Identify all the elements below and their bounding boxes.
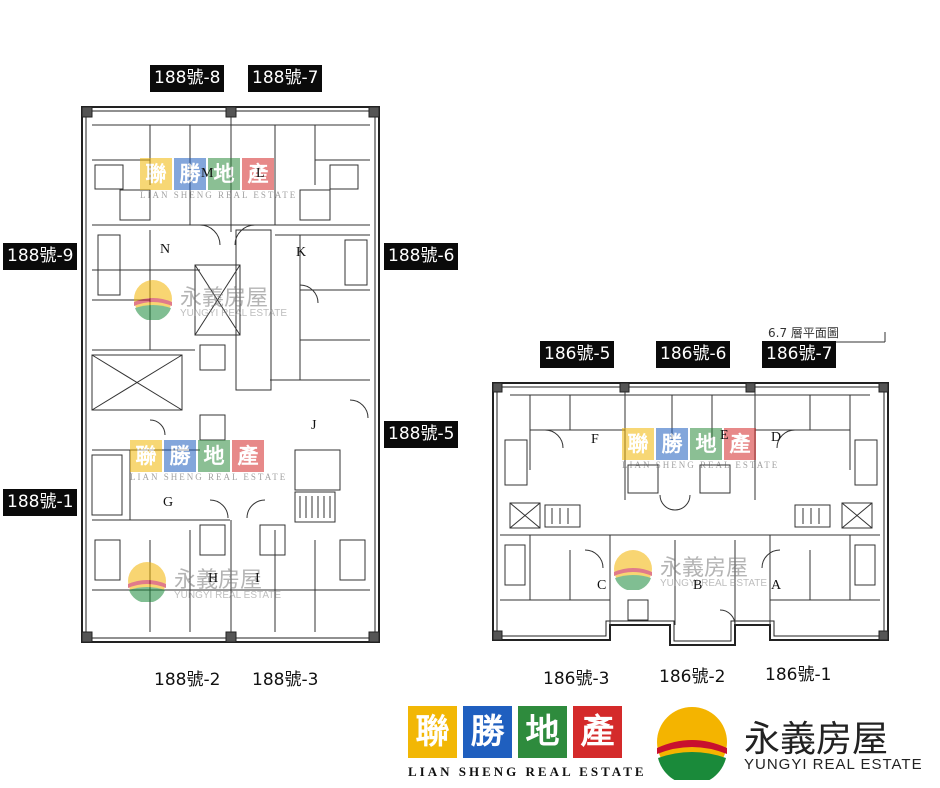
- unit-label-d: D: [771, 430, 782, 445]
- building-188-outline: [81, 106, 380, 643]
- watermark-subtitle: LIAN SHENG REAL ESTATE: [140, 190, 298, 200]
- address-tag-186-3: 186號-3: [539, 666, 614, 693]
- address-tag-186-7: 186號-7: [762, 341, 837, 368]
- watermark-lian-sheng-2: 聯 勝 地 產 LIAN SHENG REAL ESTATE: [130, 440, 287, 482]
- logo-char-1: 聯: [408, 706, 457, 758]
- unit-label-a: A: [771, 578, 782, 593]
- watermark-char: 勝: [174, 158, 206, 190]
- watermark-char: 地: [208, 158, 240, 190]
- unit-label-n: N: [160, 242, 171, 257]
- lian-sheng-subtitle: LIAN SHENG REAL ESTATE: [408, 764, 647, 779]
- address-tag-188-1: 188號-1: [3, 489, 78, 516]
- lian-sheng-logo: 聯 勝 地 產 LIAN SHENG REAL ESTATE: [408, 706, 644, 786]
- watermark-char: 聯: [140, 158, 172, 190]
- unit-label-f: F: [591, 432, 599, 447]
- watermark-subtitle: LIAN SHENG REAL ESTATE: [130, 472, 288, 482]
- unit-label-b: B: [693, 578, 703, 593]
- unit-label-i: I: [255, 571, 260, 586]
- building-186-rooms: [500, 392, 880, 626]
- watermark-sun-icon: [134, 280, 172, 321]
- watermark-char: 產: [232, 440, 264, 472]
- address-tag-186-6: 186號-6: [656, 341, 731, 368]
- yungyi-subtitle: YUNGYI REAL ESTATE: [744, 756, 923, 773]
- address-tag-188-6: 188號-6: [384, 243, 459, 270]
- yungyi-name: 永義房屋: [744, 719, 889, 760]
- watermark-yungyi-1: 永義房屋 YUNGYI REAL ESTATE: [132, 278, 302, 323]
- watermark-yungyi-name: 永義房屋: [660, 556, 749, 581]
- watermark-sun-icon: [614, 550, 652, 591]
- logo-char-4: 產: [573, 706, 622, 758]
- watermark-char: 勝: [164, 440, 196, 472]
- address-tag-188-2: 188號-2: [150, 667, 225, 694]
- watermark-yungyi-subtitle: YUNGYI REAL ESTATE: [174, 590, 282, 601]
- unit-label-c: C: [597, 578, 607, 593]
- unit-label-h: H: [208, 571, 219, 586]
- watermark-yungyi-name: 永義房屋: [174, 568, 263, 593]
- watermark-yungyi-name: 永義房屋: [180, 286, 269, 311]
- unit-label-e: E: [720, 428, 729, 443]
- watermark-char: 地: [198, 440, 230, 472]
- watermark-char: 產: [724, 428, 756, 460]
- watermark-char: 聯: [130, 440, 162, 472]
- unit-label-j: J: [311, 418, 317, 433]
- address-tag-188-5: 188號-5: [384, 421, 459, 448]
- watermark-char: 產: [242, 158, 274, 190]
- watermark-lian-sheng-1: 聯 勝 地 產 LIAN SHENG REAL ESTATE: [140, 158, 297, 200]
- unit-label-k: K: [296, 245, 307, 260]
- address-tag-188-7: 188號-7: [248, 65, 323, 92]
- logo-char-2: 勝: [463, 706, 512, 758]
- yungyi-logo: 永義房屋 YUNGYI REAL ESTATE: [654, 700, 924, 780]
- address-tag-186-5: 186號-5: [540, 341, 615, 368]
- address-tag-186-2: 186號-2: [655, 664, 730, 691]
- address-tag-188-8: 188號-8: [150, 65, 225, 92]
- watermark-char: 聯: [622, 428, 654, 460]
- floor-plan-title: 6.7 層平面圖: [768, 326, 839, 340]
- watermark-char: 勝: [656, 428, 688, 460]
- watermark-sun-icon: [128, 562, 166, 603]
- unit-label-g: G: [163, 495, 174, 510]
- watermark-yungyi-subtitle: YUNGYI REAL ESTATE: [180, 308, 288, 319]
- watermark-yungyi-subtitle: YUNGYI REAL ESTATE: [660, 578, 768, 589]
- logo-char-3: 地: [518, 706, 567, 758]
- address-tag-188-9: 188號-9: [3, 243, 78, 270]
- address-tag-188-3: 188號-3: [248, 667, 323, 694]
- unit-label-m: M: [201, 166, 214, 181]
- yungyi-sun-icon: [657, 707, 727, 780]
- watermark-char: 地: [690, 428, 722, 460]
- address-tag-186-1: 186號-1: [761, 662, 836, 689]
- watermark-subtitle: LIAN SHENG REAL ESTATE: [622, 460, 780, 470]
- watermark-yungyi-3: 永義房屋 YUNGYI REAL ESTATE: [612, 548, 782, 593]
- unit-label-l: L: [256, 166, 265, 181]
- watermark-lian-sheng-3: 聯 勝 地 產 LIAN SHENG REAL ESTATE: [622, 428, 779, 470]
- watermark-yungyi-2: 永義房屋 YUNGYI REAL ESTATE: [126, 560, 296, 605]
- building-186-outline: [492, 382, 889, 646]
